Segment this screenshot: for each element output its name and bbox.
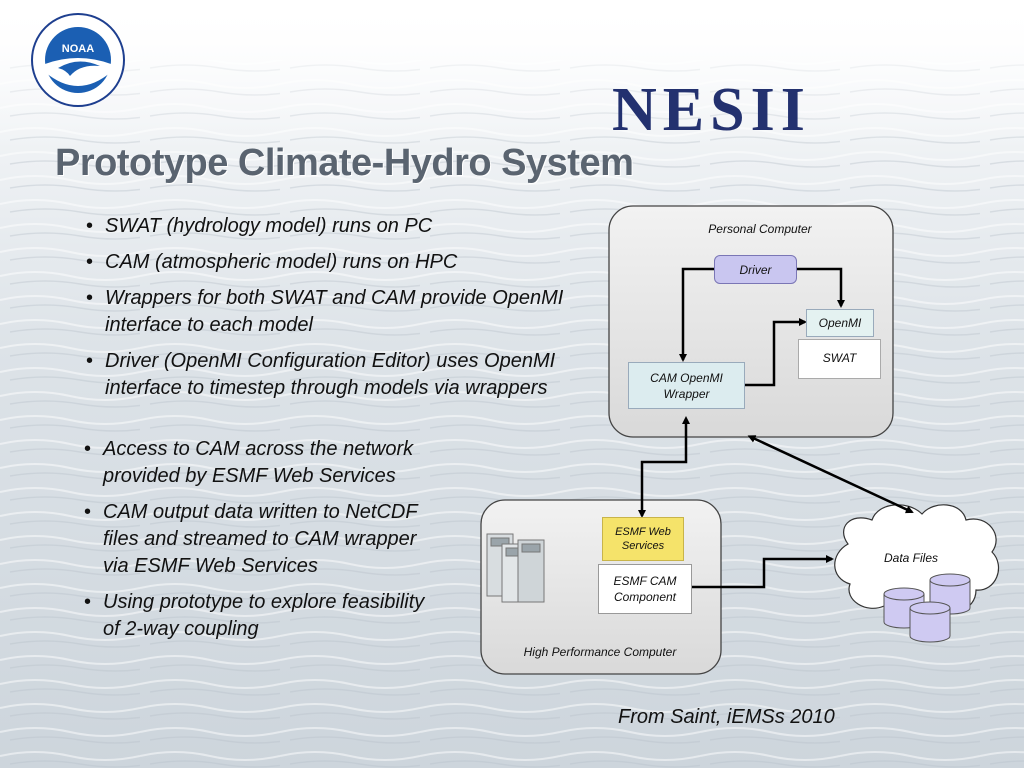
nesii-logo-icon: NESII: [612, 76, 811, 140]
bullet-item: CAM output data written to NetCDF files …: [84, 499, 444, 580]
bullet-item: Wrappers for both SWAT and CAM provide O…: [86, 285, 576, 339]
bullet-item: Access to CAM across the network provide…: [84, 436, 444, 490]
cam-openmi-wrapper-box: CAM OpenMI Wrapper: [628, 362, 745, 409]
esmf-cam-component-box: ESMF CAM Component: [598, 564, 692, 614]
openmi-box: OpenMI: [806, 309, 874, 337]
noaa-seal-icon: NOAA: [31, 13, 125, 107]
personal-computer-label: Personal Computer: [708, 222, 812, 236]
driver-box: Driver: [714, 255, 797, 284]
arrow-wrapper-esmf: [638, 416, 690, 518]
bullet-item: Driver (OpenMI Configuration Editor) use…: [86, 348, 576, 402]
database-icon: [883, 573, 971, 643]
bullet-list-top: SWAT (hydrology model) runs on PC CAM (a…: [86, 213, 576, 411]
bullet-item: Using prototype to explore feasibility o…: [84, 589, 444, 643]
esmf-web-services-box: ESMF Web Services: [602, 517, 684, 561]
arrow-pc-datafiles: [747, 435, 914, 514]
server-icon: [486, 533, 545, 603]
arrow-cam-to-datafiles: [692, 555, 834, 589]
bullet-list-bottom: Access to CAM across the network provide…: [84, 436, 444, 652]
data-files-label: Data Files: [883, 551, 939, 565]
noaa-logo-text: NOAA: [62, 43, 94, 55]
bullet-item: CAM (atmospheric model) runs on HPC: [86, 249, 576, 276]
slide-title: Prototype Climate-Hydro System: [55, 142, 634, 184]
hpc-label: High Performance Computer: [523, 645, 677, 659]
arrow-driver-to-wrapper: [679, 267, 714, 362]
arrow-driver-to-openmi: [797, 267, 845, 308]
source-citation: From Saint, iEMSs 2010: [618, 706, 835, 728]
nesii-logo-text: NESII: [612, 76, 811, 140]
bullet-item: SWAT (hydrology model) runs on PC: [86, 213, 576, 240]
arrow-wrapper-to-openmi: [745, 318, 807, 387]
swat-box: SWAT: [798, 339, 881, 379]
